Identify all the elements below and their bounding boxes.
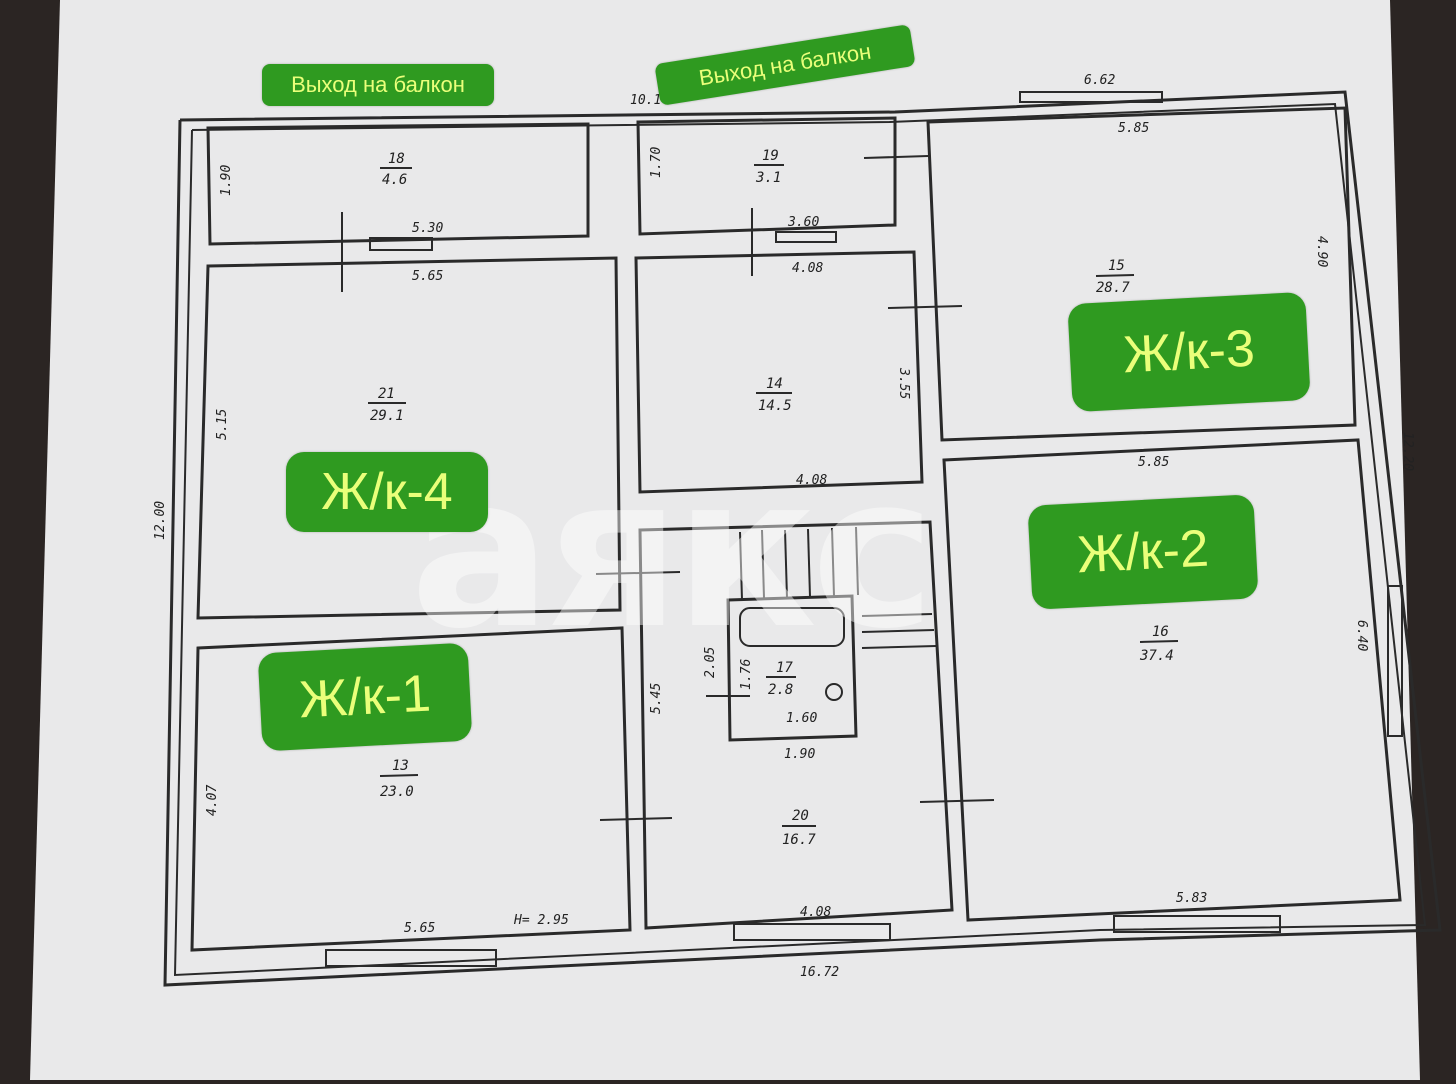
dim-r14-h: 3.55 — [896, 367, 911, 399]
dim-r17-w2: 1.90 — [784, 747, 815, 762]
room-17-walls — [726, 594, 858, 742]
paper-sheet — [30, 0, 1420, 1080]
room-21-text: 21 29.1 — [368, 386, 406, 424]
dim-r13-bottom: 5.65 — [404, 921, 435, 936]
door-marks — [341, 155, 995, 821]
room-17-number: 17 — [776, 660, 793, 676]
unit-label-1: Ж/к-1 — [257, 642, 473, 752]
dim-r15-top: 5.85 — [1118, 121, 1149, 136]
room-21-walls — [196, 256, 622, 620]
dim-r18-w: 5.30 — [412, 221, 443, 236]
unit-label-4: Ж/к-4 — [286, 452, 488, 532]
room-16-number: 16 — [1152, 624, 1169, 640]
dim-r16-top: 5.85 — [1138, 455, 1169, 470]
balcony-exit-label-left: Выход на балкон — [262, 64, 494, 106]
unit-label-2: Ж/к-2 — [1027, 494, 1259, 610]
room-18-walls — [206, 122, 590, 246]
dim-top-right: 6.62 — [1084, 73, 1115, 88]
room-20-area: 16.7 — [782, 832, 816, 848]
dim-r21-top: 5.65 — [412, 269, 443, 284]
bathtub-icon — [739, 607, 845, 647]
room-17-text: 17 2.8 — [766, 660, 796, 698]
outer-wall-inner — [173, 102, 1427, 977]
dim-r19-h: 1.70 — [649, 147, 664, 178]
room-13-area: 23.0 — [380, 784, 414, 800]
dim-right-total: 12.20 — [1400, 432, 1415, 471]
room-18-area: 4.6 — [382, 172, 407, 188]
room-20-walls — [638, 520, 954, 930]
watermark-text: аякс — [410, 430, 936, 675]
dim-r20-bottom: 4.08 — [800, 905, 831, 920]
dim-height-note: H= 2.95 — [513, 913, 569, 928]
dimensions: 10.1 6.62 1.90 5.30 1.70 3.60 5.85 4.90 … — [153, 73, 1415, 980]
room-19-text: 19 3.1 — [754, 148, 784, 186]
dim-r17-w: 1.60 — [786, 711, 817, 726]
dim-stair-h: 5.45 — [649, 683, 664, 714]
dim-r18-h: 1.90 — [219, 165, 234, 196]
room-14-number: 14 — [766, 376, 783, 392]
windows — [325, 91, 1403, 967]
room-13-number: 13 — [392, 758, 409, 774]
room-16-walls — [942, 438, 1402, 922]
room-15-area: 28.7 — [1096, 280, 1130, 296]
dim-r15-h: 4.90 — [1314, 236, 1329, 267]
room-18-number: 18 — [388, 151, 405, 167]
dim-r16-bottom: 5.83 — [1176, 891, 1207, 906]
room-15-walls — [926, 106, 1357, 442]
room-16-text: 16 37.4 — [1139, 624, 1179, 664]
dim-r14-bottom: 4.08 — [796, 473, 827, 488]
dim-left-total: 12.00 — [153, 501, 168, 540]
unit-label-3: Ж/к-3 — [1067, 291, 1311, 413]
stairs — [739, 526, 937, 649]
dim-r17-h2: 1.76 — [739, 659, 754, 690]
room-14-area: 14.5 — [758, 398, 792, 414]
room-20-number: 20 — [792, 808, 809, 824]
dim-r21-h: 5.15 — [215, 409, 230, 440]
dim-r16-h: 6.40 — [1354, 620, 1369, 651]
dim-top-total: 10.1 — [630, 93, 661, 108]
room-15-text: 15 28.7 — [1095, 258, 1135, 296]
room-19-number: 19 — [762, 148, 779, 164]
room-13-text: 13 23.0 — [379, 758, 419, 800]
room-20-text: 20 16.7 — [782, 808, 816, 848]
room-19-area: 3.1 — [755, 170, 781, 186]
room-14-text: 14 14.5 — [756, 376, 792, 414]
dim-r14-top: 4.08 — [792, 261, 823, 276]
sink-icon — [825, 683, 843, 701]
dim-r13-h: 4.07 — [205, 785, 220, 816]
room-18-text: 18 4.6 — [380, 151, 412, 188]
dim-r19-w: 3.60 — [787, 215, 819, 230]
room-13-walls — [190, 626, 632, 952]
room-14-walls — [634, 250, 924, 494]
room-17-area: 2.8 — [768, 682, 793, 698]
room-19-walls — [636, 116, 897, 236]
room-15-number: 15 — [1108, 258, 1125, 274]
dim-r17-h: 2.05 — [703, 647, 718, 678]
room-16-area: 37.4 — [1139, 648, 1174, 664]
dim-bottom-total: 16.72 — [800, 965, 839, 980]
outer-wall — [163, 90, 1442, 987]
room-21-number: 21 — [378, 386, 395, 402]
room-21-area: 29.1 — [370, 408, 404, 424]
